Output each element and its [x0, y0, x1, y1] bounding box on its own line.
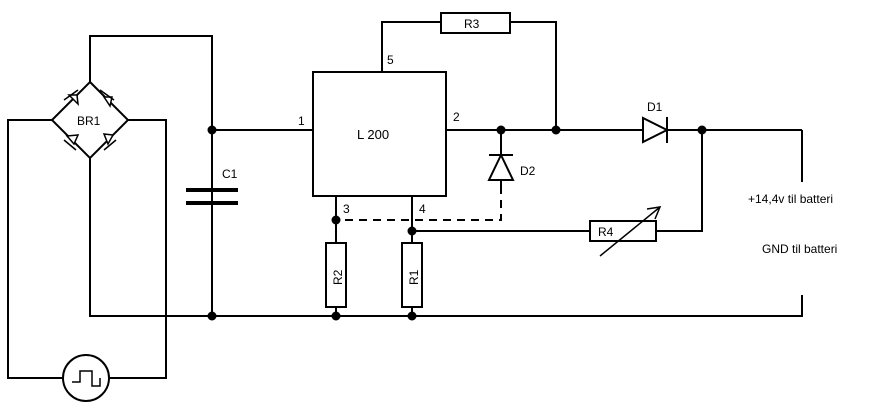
label-r1: R1	[407, 269, 421, 285]
wire-pin5	[381, 21, 441, 72]
bridge-rectifier	[50, 80, 130, 160]
diode-d1	[642, 116, 670, 144]
resistor-r2	[325, 242, 347, 308]
regulator-box	[312, 71, 447, 197]
junction-dots	[207, 125, 707, 321]
capacitor-c1	[186, 188, 238, 205]
label-r4: R4	[598, 225, 614, 239]
label-d1: D1	[647, 100, 663, 114]
label-r2: R2	[331, 269, 345, 285]
wire-ac-left	[7, 119, 63, 379]
output-gnd-label: GND til batteri	[762, 242, 837, 256]
pin-4: 4	[419, 202, 426, 216]
resistor-r1	[401, 242, 423, 308]
pin-3: 3	[343, 202, 350, 216]
resistor-r3	[440, 12, 511, 34]
wire-bridge-bottom	[89, 156, 803, 317]
wire-r4-right	[656, 130, 703, 232]
pin-2: 2	[453, 110, 460, 124]
pin-5: 5	[387, 53, 394, 67]
wire-d2-dashed	[336, 186, 502, 221]
wire-bridge-top	[89, 35, 213, 316]
label-d2: D2	[520, 164, 536, 178]
wire-ac-right	[109, 119, 167, 379]
variable-arrow-icon	[599, 206, 662, 257]
output-plus-label: +14,4v til batteri	[748, 192, 833, 206]
label-c1: C1	[222, 167, 238, 181]
label-r3: R3	[464, 17, 480, 31]
wire-r3-right	[510, 21, 557, 130]
diode-d2	[487, 152, 515, 186]
ac-source-icon	[62, 354, 110, 402]
label-br1: BR1	[77, 114, 101, 128]
pin-1: 1	[298, 114, 305, 128]
resistor-r4	[589, 220, 657, 242]
label-regulator: L 200	[357, 127, 389, 142]
